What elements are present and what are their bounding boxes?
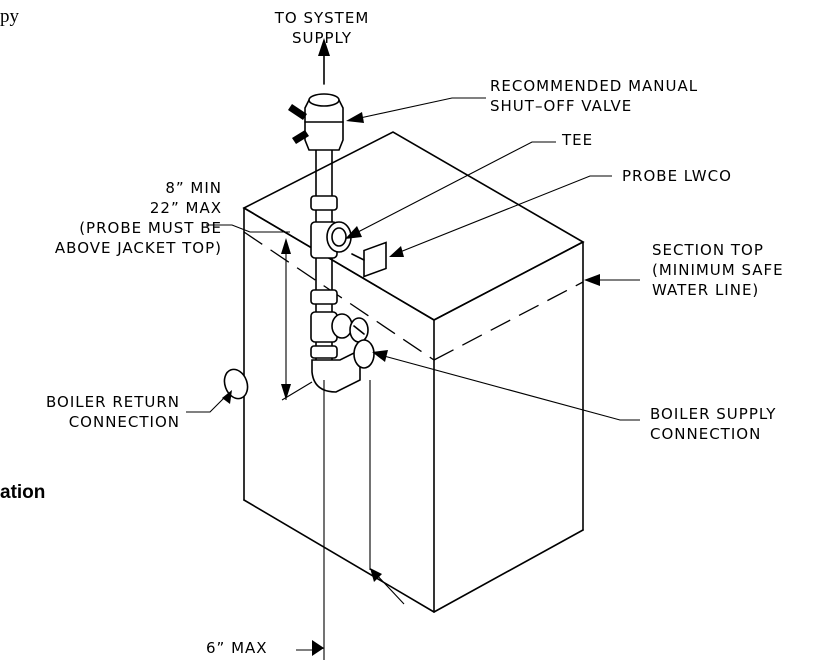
label-to-system-supply: TO SYSTEM SUPPLY (274, 9, 370, 47)
label-section-top: SECTION TOP (MINIMUM SAFE WATER LINE) (652, 241, 784, 299)
label-tee: TEE (562, 131, 594, 149)
system-supply-arrow (318, 38, 330, 85)
leader-probe-lwco (389, 175, 612, 257)
probe-height-dimension (206, 224, 313, 401)
boiler-return-opening (223, 368, 249, 400)
label-probe-height: 8” MIN 22” MAX (PROBE MUST BE ABOVE JACK… (54, 179, 222, 257)
leader-boiler-supply (372, 350, 640, 421)
label-six-inch-max: 6” MAX (206, 639, 268, 657)
label-boiler-return-connection: BOILER RETURN CONNECTION (46, 393, 180, 431)
leader-tee (345, 141, 556, 239)
label-boiler-supply-connection: BOILER SUPPLY CONNECTION (650, 405, 777, 443)
boiler-jacket (242, 131, 585, 613)
leader-boiler-return (186, 390, 232, 413)
max-offset-dimension (296, 380, 405, 660)
supply-piping (288, 93, 375, 393)
probe-lwco (351, 241, 387, 278)
leader-section-top (584, 274, 640, 286)
cropped-heading-fragment: ation (0, 482, 46, 503)
cropped-text-fragment-top: py (0, 6, 19, 27)
minimum-safe-water-line (243, 231, 584, 361)
leader-shutoff-valve (346, 97, 486, 123)
label-recommended-shutoff-valve: RECOMMENDED MANUAL SHUT–OFF VALVE (490, 77, 699, 115)
label-probe-lwco: PROBE LWCO (622, 167, 732, 185)
